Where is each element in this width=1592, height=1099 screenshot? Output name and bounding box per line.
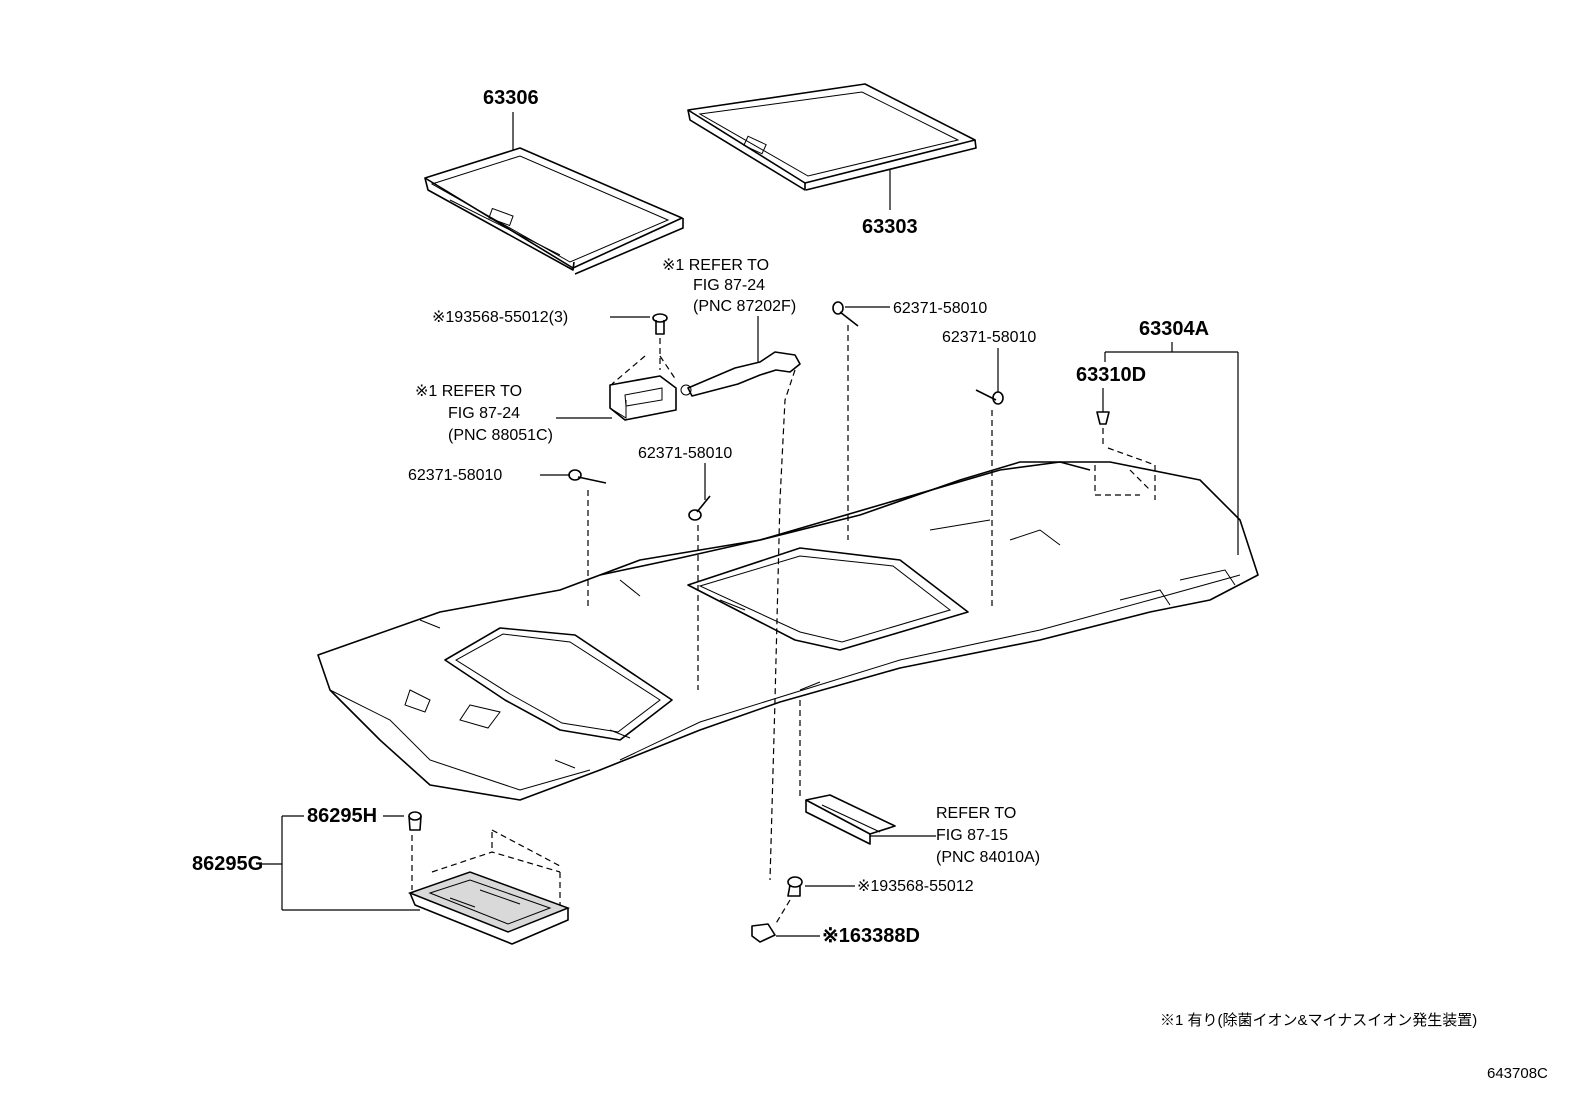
label-63306: 63306 bbox=[483, 87, 539, 109]
screw-top bbox=[652, 313, 668, 335]
ref1-line3: (PNC 87202F) bbox=[693, 298, 796, 315]
bracket-86295g bbox=[262, 815, 420, 911]
dash-harness bbox=[769, 369, 796, 881]
clip-c bbox=[568, 469, 607, 484]
clip-63310d bbox=[1096, 411, 1110, 425]
clip-a bbox=[832, 301, 859, 327]
dash-screw-bottom bbox=[774, 899, 791, 926]
label-clip-a: 62371-58010 bbox=[893, 300, 987, 317]
bracket-63304a bbox=[1104, 342, 1239, 555]
dash-63310d bbox=[1102, 428, 1156, 500]
label-screw-top: ※193568-55012(3) bbox=[432, 309, 568, 326]
ref1-line1: ※1 REFER TO bbox=[662, 257, 769, 274]
ref3-line2: FIG 87-15 bbox=[936, 827, 1008, 844]
ref1-line2: FIG 87-24 bbox=[693, 277, 765, 294]
screw-bottom bbox=[787, 876, 803, 897]
dash-console bbox=[431, 829, 561, 905]
label-63303: 63303 bbox=[862, 216, 918, 238]
clip-d bbox=[688, 495, 711, 521]
bracket-63388d bbox=[751, 923, 776, 943]
diagram-id: 643708C bbox=[1487, 1065, 1548, 1082]
label-86295h: 86295H bbox=[307, 805, 377, 827]
ref2-line2: FIG 87-24 bbox=[448, 405, 520, 422]
ref2-line1: ※1 REFER TO bbox=[415, 383, 522, 400]
clip-86295h bbox=[408, 811, 422, 831]
dash-screw-top bbox=[611, 338, 677, 385]
label-86295g: 86295G bbox=[192, 853, 263, 875]
ion-module-88051c bbox=[609, 375, 677, 421]
footnote: ※1 有り(除菌イオン&マイナスイオン発生装置) bbox=[1160, 1012, 1477, 1029]
clip-b bbox=[975, 389, 1004, 405]
ref2-line3: (PNC 88051C) bbox=[448, 427, 553, 444]
sunshade-63306 bbox=[424, 147, 684, 275]
roof-headlining bbox=[317, 461, 1259, 801]
label-63388d: ※163388D bbox=[822, 925, 920, 947]
console-86295g bbox=[407, 871, 571, 945]
map-lamp-84010a bbox=[805, 794, 896, 845]
ref3-line1: REFER TO bbox=[936, 805, 1016, 822]
sunshade-63303 bbox=[687, 83, 977, 191]
label-clip-b: 62371-58010 bbox=[942, 329, 1036, 346]
label-clip-c: 62371-58010 bbox=[408, 467, 502, 484]
ref3-line3: (PNC 84010A) bbox=[936, 849, 1040, 866]
harness-87202f bbox=[680, 316, 801, 397]
label-63304a: 63304A bbox=[1139, 318, 1209, 340]
dash-retainer bbox=[1094, 465, 1151, 496]
label-clip-d: 62371-58010 bbox=[638, 445, 732, 462]
label-screw-bottom: ※193568-55012 bbox=[857, 878, 974, 895]
label-63310d: 63310D bbox=[1076, 364, 1146, 386]
